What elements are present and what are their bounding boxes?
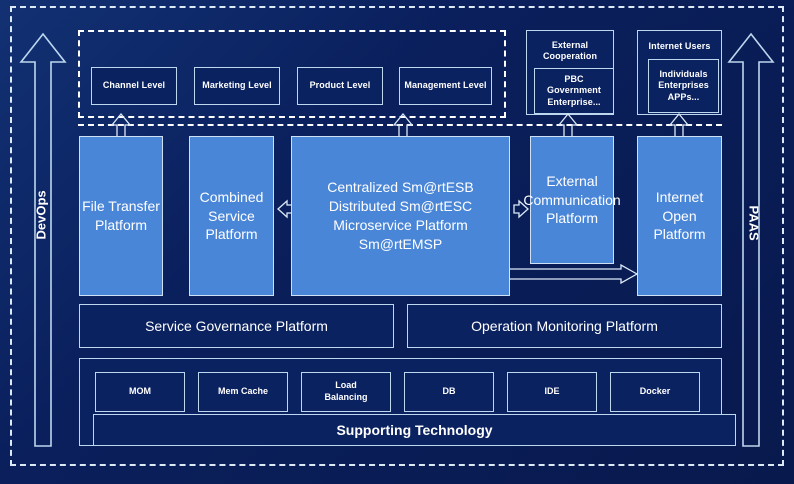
tech-item-ide[interactable]: IDE (507, 372, 597, 412)
bar-operation-monitoring[interactable]: Operation Monitoring Platform (407, 304, 722, 348)
platform-boundary-line (78, 124, 722, 126)
tech-item-mom[interactable]: MOM (95, 372, 185, 412)
internet-users-card[interactable]: Internet Users Individuals Enterprises A… (637, 30, 722, 115)
platform-combined-service-label: Combined Service Platform (199, 188, 264, 243)
internet-users-title: Internet Users (648, 41, 711, 52)
platform-external-communication-label: External Communication Platform (523, 172, 621, 227)
platform-combined-service[interactable]: Combined Service Platform (189, 136, 274, 296)
business-level-channel-label: Channel Level (102, 80, 166, 91)
external-cooperation-card[interactable]: External Cooperation PBC Government Ente… (526, 30, 614, 115)
tech-item-docker-label: Docker (639, 386, 671, 397)
platform-core-line-2: Distributed Sm@rtESC (328, 198, 473, 215)
platform-core-line-3: Microservice Platform Sm@rtEMSP (333, 217, 468, 252)
outer-boundary (10, 6, 784, 466)
business-levels-group (78, 30, 506, 118)
platform-core-esb[interactable]: Centralized Sm@rtESB Distributed Sm@rtES… (291, 136, 510, 296)
platform-file-transfer[interactable]: File Transfer Platform (79, 136, 163, 296)
tech-item-mom-label: MOM (129, 386, 151, 397)
supporting-technology-bar-label: Supporting Technology (336, 422, 493, 438)
external-cooperation-title: External Cooperation (542, 39, 598, 61)
business-level-marketing[interactable]: Marketing Level (194, 67, 280, 105)
business-level-management-label: Management Level (404, 80, 487, 91)
tech-item-docker[interactable]: Docker (610, 372, 700, 412)
business-level-product[interactable]: Product Level (297, 67, 383, 105)
external-cooperation-detail: PBC Government Enterprise... (534, 68, 614, 114)
devops-label: DevOps (33, 190, 49, 240)
platform-core-line-1: Centralized Sm@rtESB (327, 179, 474, 196)
tech-item-load-balancing-label: Load Balancing (324, 380, 368, 402)
tech-item-db-label: DB (442, 386, 456, 397)
tech-item-load-balancing[interactable]: Load Balancing (301, 372, 391, 412)
bar-service-governance-label: Service Governance Platform (145, 318, 328, 334)
paas-label: PAAS (746, 205, 762, 241)
tech-item-mem-cache[interactable]: Mem Cache (198, 372, 288, 412)
business-level-product-label: Product Level (309, 80, 371, 91)
business-level-management[interactable]: Management Level (399, 67, 492, 105)
tech-item-ide-label: IDE (544, 386, 560, 397)
bar-operation-monitoring-label: Operation Monitoring Platform (471, 318, 658, 334)
platform-file-transfer-label: File Transfer Platform (82, 198, 160, 233)
tech-item-db[interactable]: DB (404, 372, 494, 412)
tech-item-mem-cache-label: Mem Cache (217, 386, 269, 397)
business-level-channel[interactable]: Channel Level (91, 67, 177, 105)
business-level-marketing-label: Marketing Level (202, 80, 272, 91)
internet-users-detail: Individuals Enterprises APPs... (648, 59, 719, 113)
platform-internet-open-label: Internet Open Platform (653, 188, 706, 243)
platform-internet-open[interactable]: Internet Open Platform (637, 136, 722, 296)
platform-external-communication[interactable]: External Communication Platform (523, 136, 621, 264)
supporting-technology-bar[interactable]: Supporting Technology (93, 414, 736, 446)
bar-service-governance[interactable]: Service Governance Platform (79, 304, 394, 348)
